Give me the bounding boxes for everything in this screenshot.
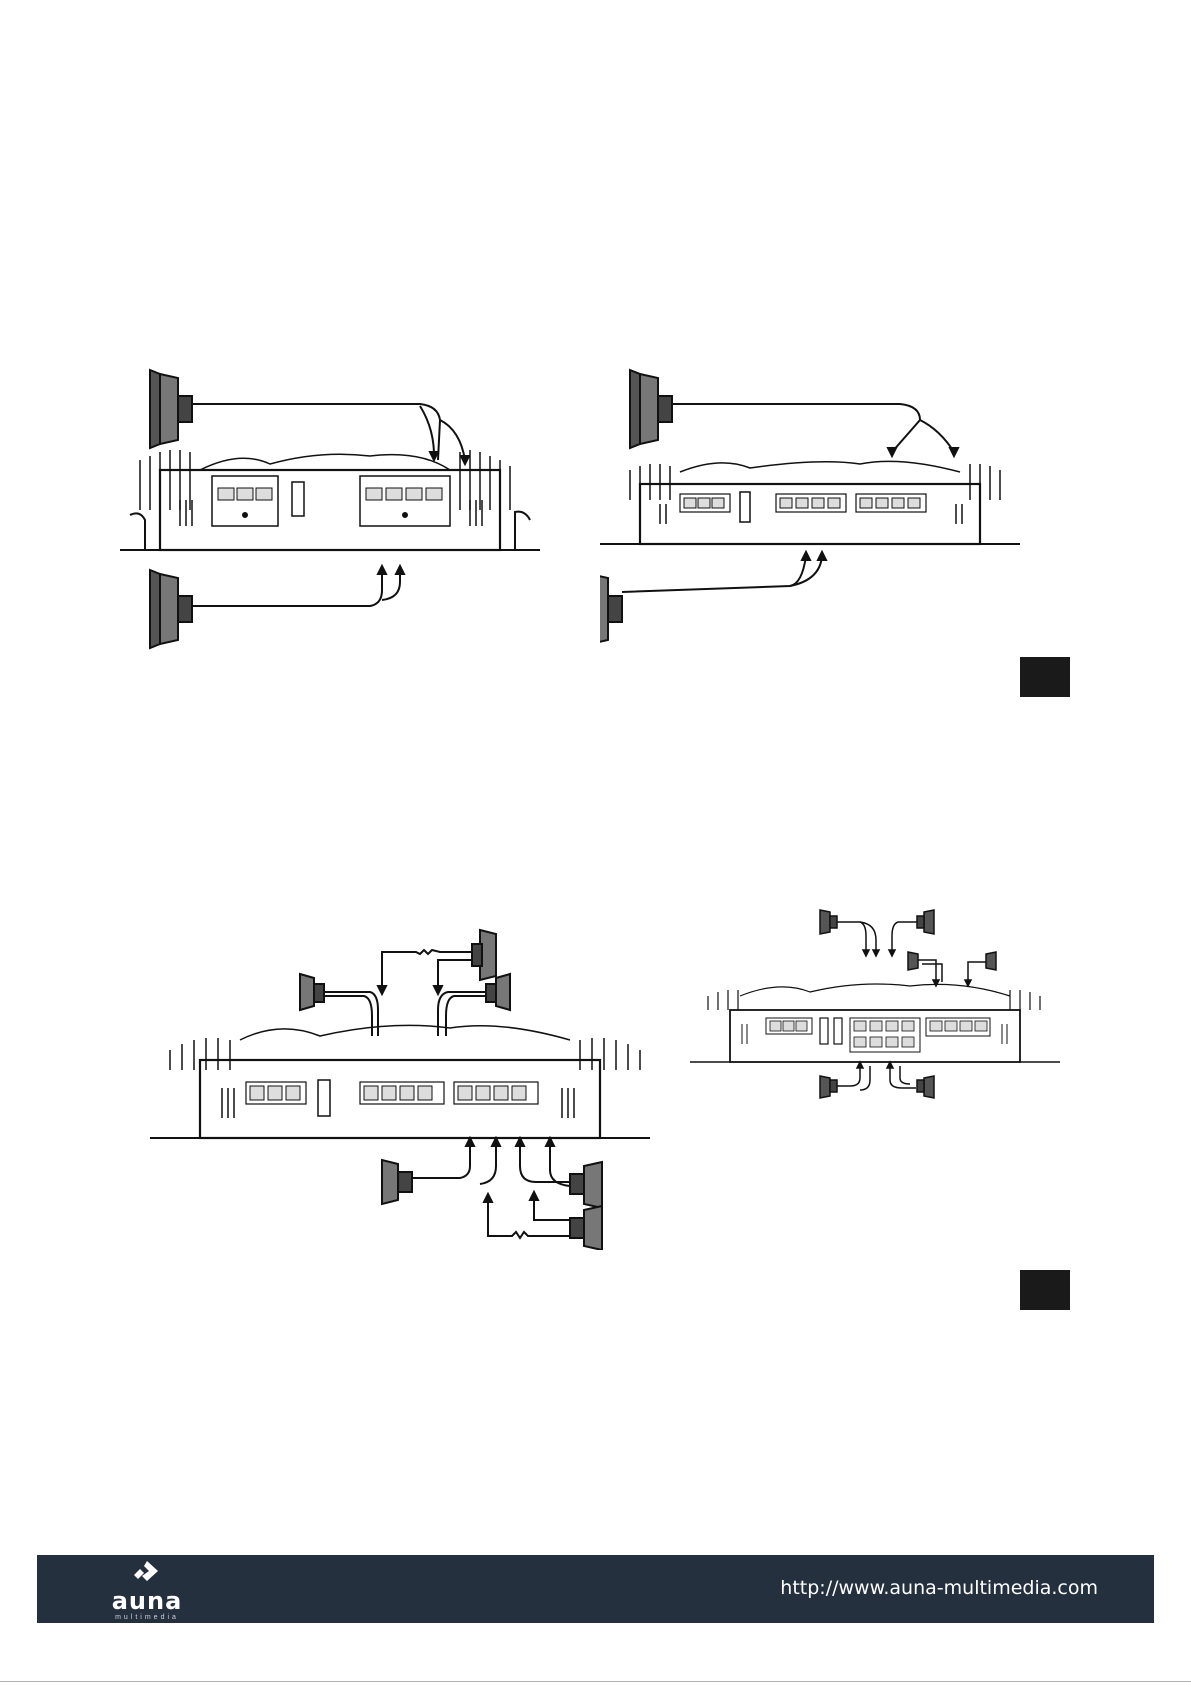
speaker-icon bbox=[570, 1162, 602, 1208]
speaker-icon bbox=[917, 1076, 934, 1098]
auna-diamond-logo-icon bbox=[92, 1559, 202, 1589]
wiring-diagram-3ch-bridged bbox=[600, 360, 1070, 660]
figure-badge-1 bbox=[1020, 657, 1070, 697]
figure-badge-2 bbox=[1020, 1270, 1070, 1310]
speaker-icon bbox=[600, 574, 622, 644]
wiring-diagram-2ch-bridged bbox=[120, 360, 590, 660]
speaker-icon bbox=[820, 910, 837, 934]
speaker-icon bbox=[472, 930, 496, 980]
speaker-icon bbox=[630, 370, 672, 448]
page-bottom-rule bbox=[0, 1681, 1191, 1682]
logo-subtext: multimedia bbox=[92, 1614, 202, 1621]
speaker-icon bbox=[486, 974, 510, 1010]
speaker-icon bbox=[300, 974, 324, 1010]
speaker-icon bbox=[570, 1206, 602, 1250]
logo-wordmark: auna bbox=[92, 1587, 202, 1615]
footer-bar: auna multimedia http://www.auna-multimed… bbox=[37, 1555, 1154, 1623]
wiring-diagram-6ch-stereo bbox=[690, 900, 1070, 1120]
speaker-icon bbox=[820, 1076, 837, 1098]
speaker-icon bbox=[382, 1160, 412, 1204]
speaker-icon bbox=[150, 570, 192, 648]
speaker-icon bbox=[917, 910, 934, 934]
wiring-diagram-4ch-component bbox=[150, 920, 660, 1250]
website-link[interactable]: http://www.auna-multimedia.com bbox=[780, 1577, 1098, 1599]
speaker-icon bbox=[986, 952, 996, 970]
brand-logo[interactable]: auna multimedia bbox=[92, 1559, 242, 1621]
speaker-icon bbox=[150, 370, 192, 448]
speaker-icon bbox=[908, 952, 918, 970]
